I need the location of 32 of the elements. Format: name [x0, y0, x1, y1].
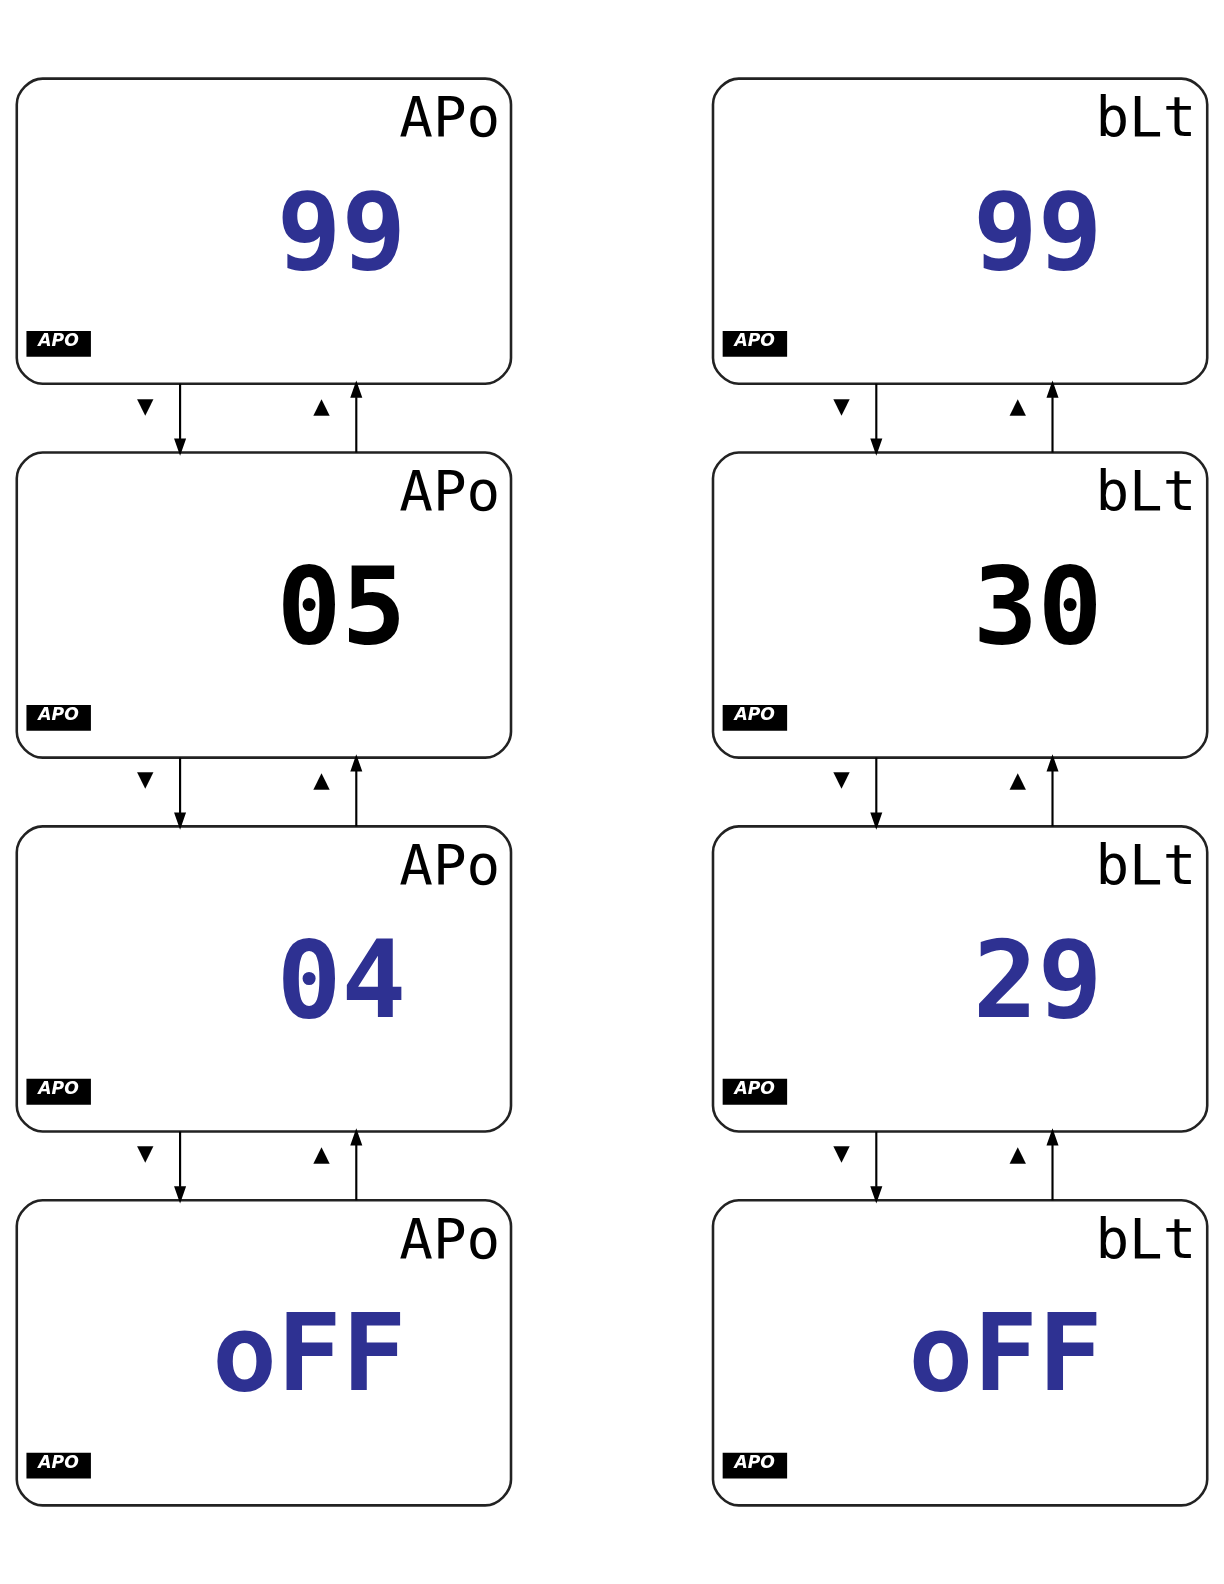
edge-label: ▲	[313, 1140, 330, 1166]
edge-label: ▲	[1009, 766, 1027, 792]
arrow	[174, 383, 187, 456]
arrow	[1046, 380, 1059, 453]
arrow	[174, 757, 187, 830]
edge-label: ▼	[833, 1140, 850, 1166]
arrow	[870, 383, 883, 456]
edge-label: ▼	[137, 1140, 154, 1166]
node-box: bLt 99 APO	[711, 77, 1209, 386]
edge-label: ▲	[1009, 392, 1027, 418]
edge-label: ▼	[137, 766, 154, 792]
node-box: APo oFF APO	[15, 1199, 513, 1507]
node-box: bLt oFF APO	[711, 1199, 1209, 1507]
edge-label: ▲	[1009, 1140, 1027, 1166]
edge-label: ▼	[833, 392, 850, 418]
edge-label: ▲	[313, 392, 330, 418]
arrow	[1046, 754, 1059, 827]
arrow	[1046, 1128, 1059, 1201]
node-box: APo 99 APO	[15, 77, 513, 386]
arrow	[350, 1128, 363, 1201]
arrow	[870, 757, 883, 830]
node-box: APo 05 APO	[15, 451, 513, 759]
arrow	[350, 754, 363, 827]
node-box: bLt 29 APO	[711, 825, 1209, 1133]
arrow	[174, 1131, 187, 1204]
edge-label: ▼	[833, 766, 850, 792]
edge-label: ▲	[313, 766, 330, 792]
edge-label: ▼	[137, 392, 154, 418]
arrow	[350, 380, 363, 453]
node-box: bLt 30 APO	[711, 451, 1209, 759]
node-box: APo 04 APO	[15, 825, 513, 1133]
arrow	[870, 1131, 883, 1204]
